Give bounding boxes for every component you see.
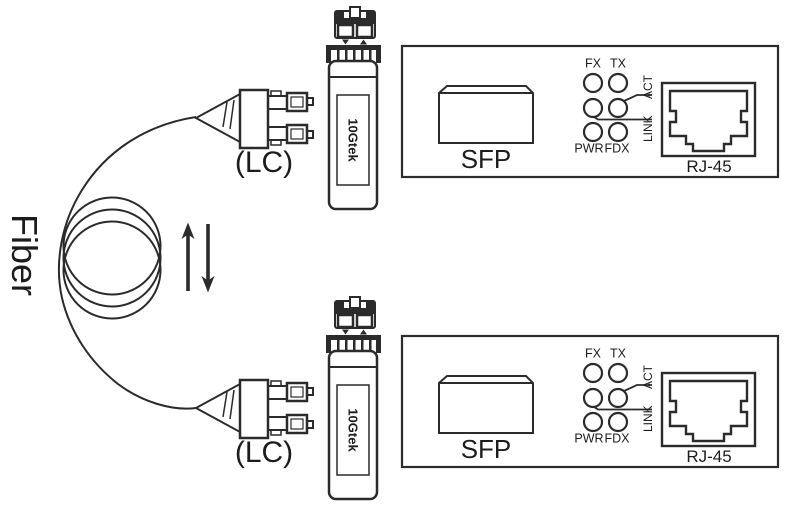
sfp-transceiver: 10Gtek <box>326 296 381 501</box>
lc-label: (LC) <box>235 146 293 179</box>
lc-label: (LC) <box>235 436 293 469</box>
sfp-transceiver: 10Gtek <box>326 6 381 211</box>
fiber-coil <box>62 196 162 320</box>
direction-arrows <box>181 222 215 293</box>
rj45-label: RJ-45 <box>686 447 731 466</box>
led-pwr <box>582 121 604 143</box>
down-arrow-icon <box>201 224 215 293</box>
media-converter: SFP FX TX PWR FDX ACT LINK <box>400 44 780 179</box>
led-fx <box>582 72 604 94</box>
lc-connector <box>193 88 314 150</box>
led-link <box>582 387 604 409</box>
led-tx <box>607 72 629 94</box>
media-converter: SFP FX TX PWR FDX ACT LINK <box>400 334 780 469</box>
led-label-pwr: PWR <box>574 142 603 156</box>
led-label-fdx: FDX <box>605 432 631 446</box>
rx-arrow-icon <box>360 39 367 45</box>
led-grid <box>582 72 652 143</box>
sfp-slot-label: SFP <box>461 144 512 174</box>
led-act <box>607 97 629 119</box>
act-label: ACT <box>641 364 655 389</box>
led-tx <box>607 362 629 384</box>
fiber-link-unit-top: (LC) <box>193 6 780 211</box>
led-label-tx: TX <box>610 347 627 361</box>
sfp-module-label: 10Gtek <box>346 118 361 162</box>
link-label: LINK <box>641 115 655 142</box>
led-act <box>607 387 629 409</box>
sfp-slot <box>438 85 534 144</box>
led-link <box>582 97 604 119</box>
rj45-label: RJ-45 <box>686 157 731 176</box>
link-label: LINK <box>641 405 655 432</box>
led-label-tx: TX <box>610 57 627 71</box>
tx-arrow-icon <box>342 39 349 45</box>
led-label-fx: FX <box>585 347 602 361</box>
lc-connector <box>193 378 314 440</box>
fiber-label: Fiber <box>4 214 45 296</box>
fiber-link-unit-bottom: (LC) <box>193 296 780 501</box>
act-label: ACT <box>641 74 655 99</box>
rj45-port <box>660 371 757 448</box>
rx-arrow-icon <box>360 329 367 335</box>
sfp-slot <box>438 375 534 434</box>
rj45-port <box>660 81 757 158</box>
up-arrow-icon <box>181 222 195 291</box>
led-fdx <box>607 121 629 143</box>
tx-arrow-icon <box>342 329 349 335</box>
sfp-slot-label: SFP <box>461 434 512 464</box>
fiber-cable <box>57 116 197 410</box>
led-label-pwr: PWR <box>574 432 603 446</box>
sfp-module-label: 10Gtek <box>346 408 361 452</box>
led-fdx <box>607 411 629 433</box>
led-label-fdx: FDX <box>605 142 631 156</box>
led-label-fx: FX <box>585 57 602 71</box>
led-fx <box>582 362 604 384</box>
led-grid <box>582 362 652 433</box>
led-pwr <box>582 411 604 433</box>
